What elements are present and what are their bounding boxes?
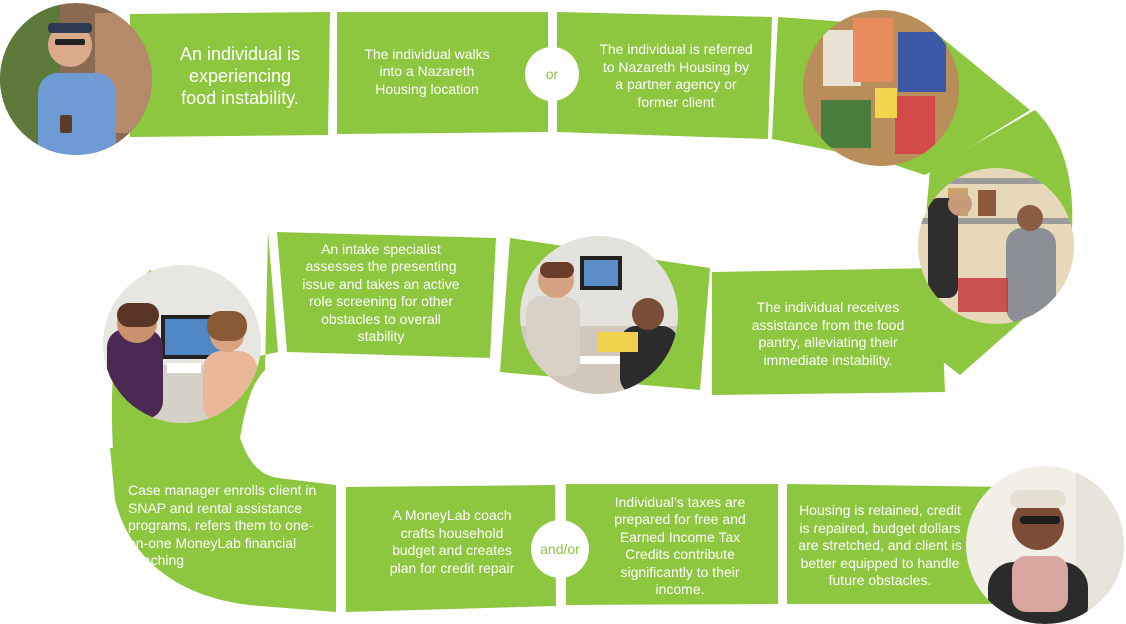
- step-7-text: A MoneyLab coach crafts household budget…: [372, 494, 532, 590]
- step-2-text: The individual walks into a Nazareth Hou…: [345, 22, 525, 122]
- step-4-text: The individual receives assistance from …: [726, 280, 930, 388]
- case-manager-photo: [103, 265, 261, 423]
- step-5-label: An intake specialist assesses the presen…: [302, 240, 460, 345]
- segment-1: [130, 12, 330, 137]
- or-label: or: [545, 66, 559, 82]
- step-8-text: Individual’s taxes are prepared for free…: [590, 492, 770, 600]
- step-9-text: Housing is retained, credit is repaired,…: [790, 492, 970, 600]
- step-3-label: The individual is referred to Nazareth H…: [599, 41, 753, 110]
- step-4-label: The individual receives assistance from …: [751, 299, 905, 368]
- segment-5: [712, 268, 945, 395]
- step-7-label: A MoneyLab coach crafts household budget…: [389, 507, 515, 576]
- segment-10: [566, 484, 778, 605]
- step-1-text: An individual is experiencing food insta…: [160, 22, 320, 130]
- step-5-text: An intake specialist assesses the presen…: [286, 236, 476, 350]
- segment-3: [557, 12, 772, 139]
- and-or-label: and/or: [540, 541, 580, 557]
- man-with-coffee-photo: [0, 3, 152, 155]
- step-6-text: Case manager enrolls client in SNAP and …: [124, 466, 328, 586]
- food-pantry-photo: [918, 168, 1074, 324]
- step-6-label: Case manager enrolls client in SNAP and …: [128, 482, 317, 569]
- segment-9: [346, 485, 556, 612]
- segment-8: [110, 438, 336, 612]
- or-connector: or: [525, 47, 579, 101]
- segment-11: [787, 484, 1012, 604]
- segment-7: [277, 232, 496, 358]
- step-1-label: An individual is experiencing food insta…: [179, 44, 301, 108]
- step-8-label: Individual’s taxes are prepared for free…: [614, 493, 746, 598]
- step-9-label: Housing is retained, credit is repaired,…: [798, 502, 962, 589]
- bulletin-board-photo: [803, 10, 959, 166]
- segment-2: [337, 12, 548, 134]
- step-3-text: The individual is referred to Nazareth H…: [584, 20, 768, 132]
- and-or-connector: and/or: [531, 520, 589, 578]
- smiling-woman-photo: [966, 466, 1124, 624]
- intake-meeting-photo: [520, 236, 678, 394]
- step-2-label: The individual walks into a Nazareth Hou…: [364, 45, 490, 97]
